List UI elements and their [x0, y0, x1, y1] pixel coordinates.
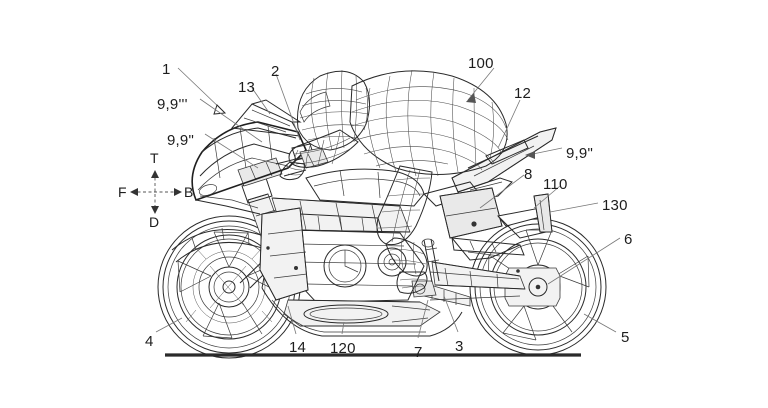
- reference-label: 130: [602, 197, 628, 214]
- reference-label: 2: [271, 63, 280, 80]
- rear-equipment-box: [439, 187, 503, 239]
- reference-label: 5: [621, 329, 630, 346]
- upper-fairing: [191, 99, 315, 215]
- reference-label: 13: [238, 79, 256, 96]
- reference-label: 8: [524, 166, 533, 183]
- rider-mesh: [279, 69, 509, 294]
- arrow-up-icon: [151, 170, 159, 178]
- reference-label: 7: [414, 344, 423, 361]
- arrow-left-icon: [130, 188, 138, 196]
- reference-label: 6: [624, 231, 633, 248]
- compass-label-back: B: [184, 184, 194, 200]
- reference-label: 110: [543, 176, 568, 193]
- rear-fin: [497, 193, 553, 239]
- compass-label-top: T: [150, 150, 159, 166]
- rear-subframe: [451, 237, 525, 261]
- rear-shock: [421, 238, 440, 283]
- reference-label: 100: [468, 55, 494, 72]
- arrow-down-icon: [151, 206, 159, 214]
- rider-torso: [349, 69, 509, 177]
- reference-label: 12: [514, 85, 532, 102]
- reference-label: 4: [145, 333, 154, 350]
- direction-compass: [130, 170, 182, 214]
- reference-label: 9,9": [167, 132, 194, 149]
- compass-label-down: D: [149, 214, 160, 230]
- rider-forearm: [279, 161, 305, 181]
- reference-label: 14: [289, 339, 307, 356]
- compass-label-front: F: [118, 184, 127, 200]
- side-fairing: [259, 207, 309, 301]
- reference-label: 120: [330, 340, 356, 357]
- leader-lines: [155, 67, 621, 339]
- arrow-right-icon: [174, 188, 182, 196]
- reference-label: 9,9": [566, 145, 593, 162]
- reference-label: 9,9''': [157, 96, 188, 113]
- swingarm: [411, 261, 526, 307]
- reference-label: 3: [455, 338, 464, 355]
- rider-leg-lower: [385, 237, 428, 277]
- rider-helmet: [296, 69, 370, 151]
- fuel-tank: [305, 168, 425, 207]
- rider-boot: [396, 271, 428, 294]
- reference-label: 1: [162, 61, 171, 78]
